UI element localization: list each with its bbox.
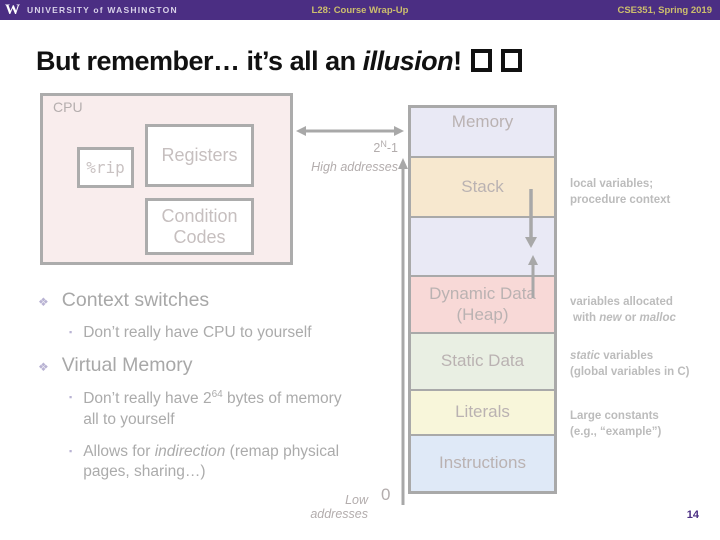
title-punct: ! bbox=[453, 46, 462, 76]
title-text: But remember… it’s all an bbox=[36, 46, 363, 76]
square-bullet-icon: ▪ bbox=[69, 445, 73, 456]
cpu-label: CPU bbox=[53, 99, 83, 115]
annotation-line: local variables; bbox=[570, 178, 654, 190]
bullet-text: Virtual Memory bbox=[61, 354, 193, 377]
static-data-label: Static Data bbox=[440, 351, 525, 371]
annotation-stack: local variables; procedure context bbox=[570, 177, 720, 208]
annotation-line: static variables bbox=[570, 349, 720, 365]
literals-label: Literals bbox=[455, 402, 510, 422]
text-segment: with bbox=[573, 311, 600, 324]
missing-glyph-box bbox=[470, 49, 492, 72]
address-zero-label: 0 bbox=[381, 485, 391, 504]
cpu-memory-bus-arrow bbox=[296, 126, 404, 136]
address-axis-arrow bbox=[398, 158, 408, 505]
title-emphasis: illusion bbox=[362, 46, 454, 76]
sub-bullet-text: Don’t really have 264 bytes of memory al… bbox=[83, 388, 349, 430]
memory-title: Memory bbox=[451, 112, 514, 131]
uw-logo: W bbox=[5, 1, 20, 18]
emphasis-text: indirection bbox=[154, 442, 226, 460]
condition-codes-box: Condition Codes bbox=[145, 198, 254, 255]
text-segment: or bbox=[621, 311, 640, 324]
exponent-64: 64 bbox=[211, 389, 223, 401]
sub-bullet-text: Allows for indirection (remap physical p… bbox=[83, 442, 349, 483]
diamond-bullet-icon: ❖ bbox=[38, 295, 49, 309]
addr-base: 2 bbox=[373, 141, 381, 156]
text-segment: bytes of memory all to yourself bbox=[83, 390, 342, 429]
memory-section-static-data: Static Data bbox=[411, 332, 554, 389]
sub-bullet-indirection: ▪ Allows for indirection (remap physical… bbox=[69, 442, 383, 483]
square-bullet-icon: ▪ bbox=[69, 327, 73, 337]
annotation-line: (e.g., “example”) bbox=[570, 425, 662, 438]
lecture-title: L28: Course Wrap-Up bbox=[311, 4, 409, 16]
sub-bullet-264-bytes: ▪ Don’t really have 264 bytes of memory … bbox=[69, 388, 383, 430]
annotation-heap: variables allocated with new or malloc bbox=[570, 295, 720, 326]
memory-section-literals: Literals bbox=[411, 389, 554, 434]
rip-register-box: %rip bbox=[77, 147, 134, 188]
stack-label: Stack bbox=[461, 176, 504, 196]
annotation-line: procedure context bbox=[570, 193, 671, 206]
emphasis-text: static bbox=[570, 350, 601, 362]
bullet-context-switches: ❖ Context switches bbox=[38, 289, 383, 312]
registers-box: Registers bbox=[145, 124, 254, 187]
bullet-text: Context switches bbox=[61, 289, 210, 311]
emphasis-text: new bbox=[599, 311, 622, 324]
heap-label-line1: Dynamic Data bbox=[429, 284, 536, 304]
annotation-literals: Large constants (e.g., “example”) bbox=[570, 409, 720, 440]
text-segment: (remap physical pages, sharing…) bbox=[83, 442, 340, 480]
cpu-box: CPU %rip Registers Condition Codes bbox=[40, 93, 293, 265]
annotation-line: (global variables in C) bbox=[570, 365, 690, 378]
sub-bullet-text: Don’t really have CPU to yourself bbox=[83, 324, 312, 341]
memory-section-heap: Dynamic Data (Heap) bbox=[411, 275, 554, 332]
text-segment: Allows for bbox=[83, 442, 155, 460]
high-addresses-label: High addresses bbox=[311, 160, 398, 174]
missing-glyph-box bbox=[500, 49, 522, 72]
memory-title-section: Memory bbox=[411, 108, 554, 156]
annotation-line: with new or malloc bbox=[570, 311, 720, 327]
text-segment: Don’t really have 2 bbox=[83, 390, 212, 408]
address-top-label: 2N-1 bbox=[330, 139, 398, 155]
square-bullet-icon: ▪ bbox=[69, 392, 73, 403]
annotation-static-data: static variables (global variables in C) bbox=[570, 349, 720, 380]
page-title: But remember… it’s all an illusion! bbox=[36, 46, 522, 77]
emphasis-text: malloc bbox=[639, 311, 676, 324]
low-addresses-label: Low addresses bbox=[310, 493, 368, 521]
header-bar: W UNIVERSITY of WASHINGTON L28: Course W… bbox=[0, 0, 720, 20]
memory-section-stack: Stack bbox=[411, 156, 554, 216]
addr-offset: -1 bbox=[386, 141, 398, 156]
memory-section-unused bbox=[411, 216, 554, 275]
memory-column: Memory Stack Dynamic Data (Heap) Static … bbox=[408, 105, 557, 494]
memory-section-instructions: Instructions bbox=[411, 434, 554, 491]
university-name: UNIVERSITY of WASHINGTON bbox=[27, 5, 178, 15]
diamond-bullet-icon: ❖ bbox=[38, 360, 49, 375]
instructions-label: Instructions bbox=[439, 453, 526, 473]
annotation-line: variables allocated bbox=[570, 296, 673, 308]
course-label: CSE351, Spring 2019 bbox=[617, 4, 712, 16]
page-number: 14 bbox=[686, 509, 699, 521]
bullet-virtual-memory: ❖ Virtual Memory bbox=[38, 354, 383, 377]
bullet-list: ❖ Context switches ▪ Don’t really have C… bbox=[38, 289, 383, 493]
text-segment: variables bbox=[600, 350, 654, 362]
sub-bullet-cpu: ▪ Don’t really have CPU to yourself bbox=[69, 323, 383, 343]
annotation-line: Large constants bbox=[570, 410, 659, 422]
addr-exponent: N bbox=[380, 139, 387, 149]
heap-label-line2: (Heap) bbox=[456, 304, 509, 324]
